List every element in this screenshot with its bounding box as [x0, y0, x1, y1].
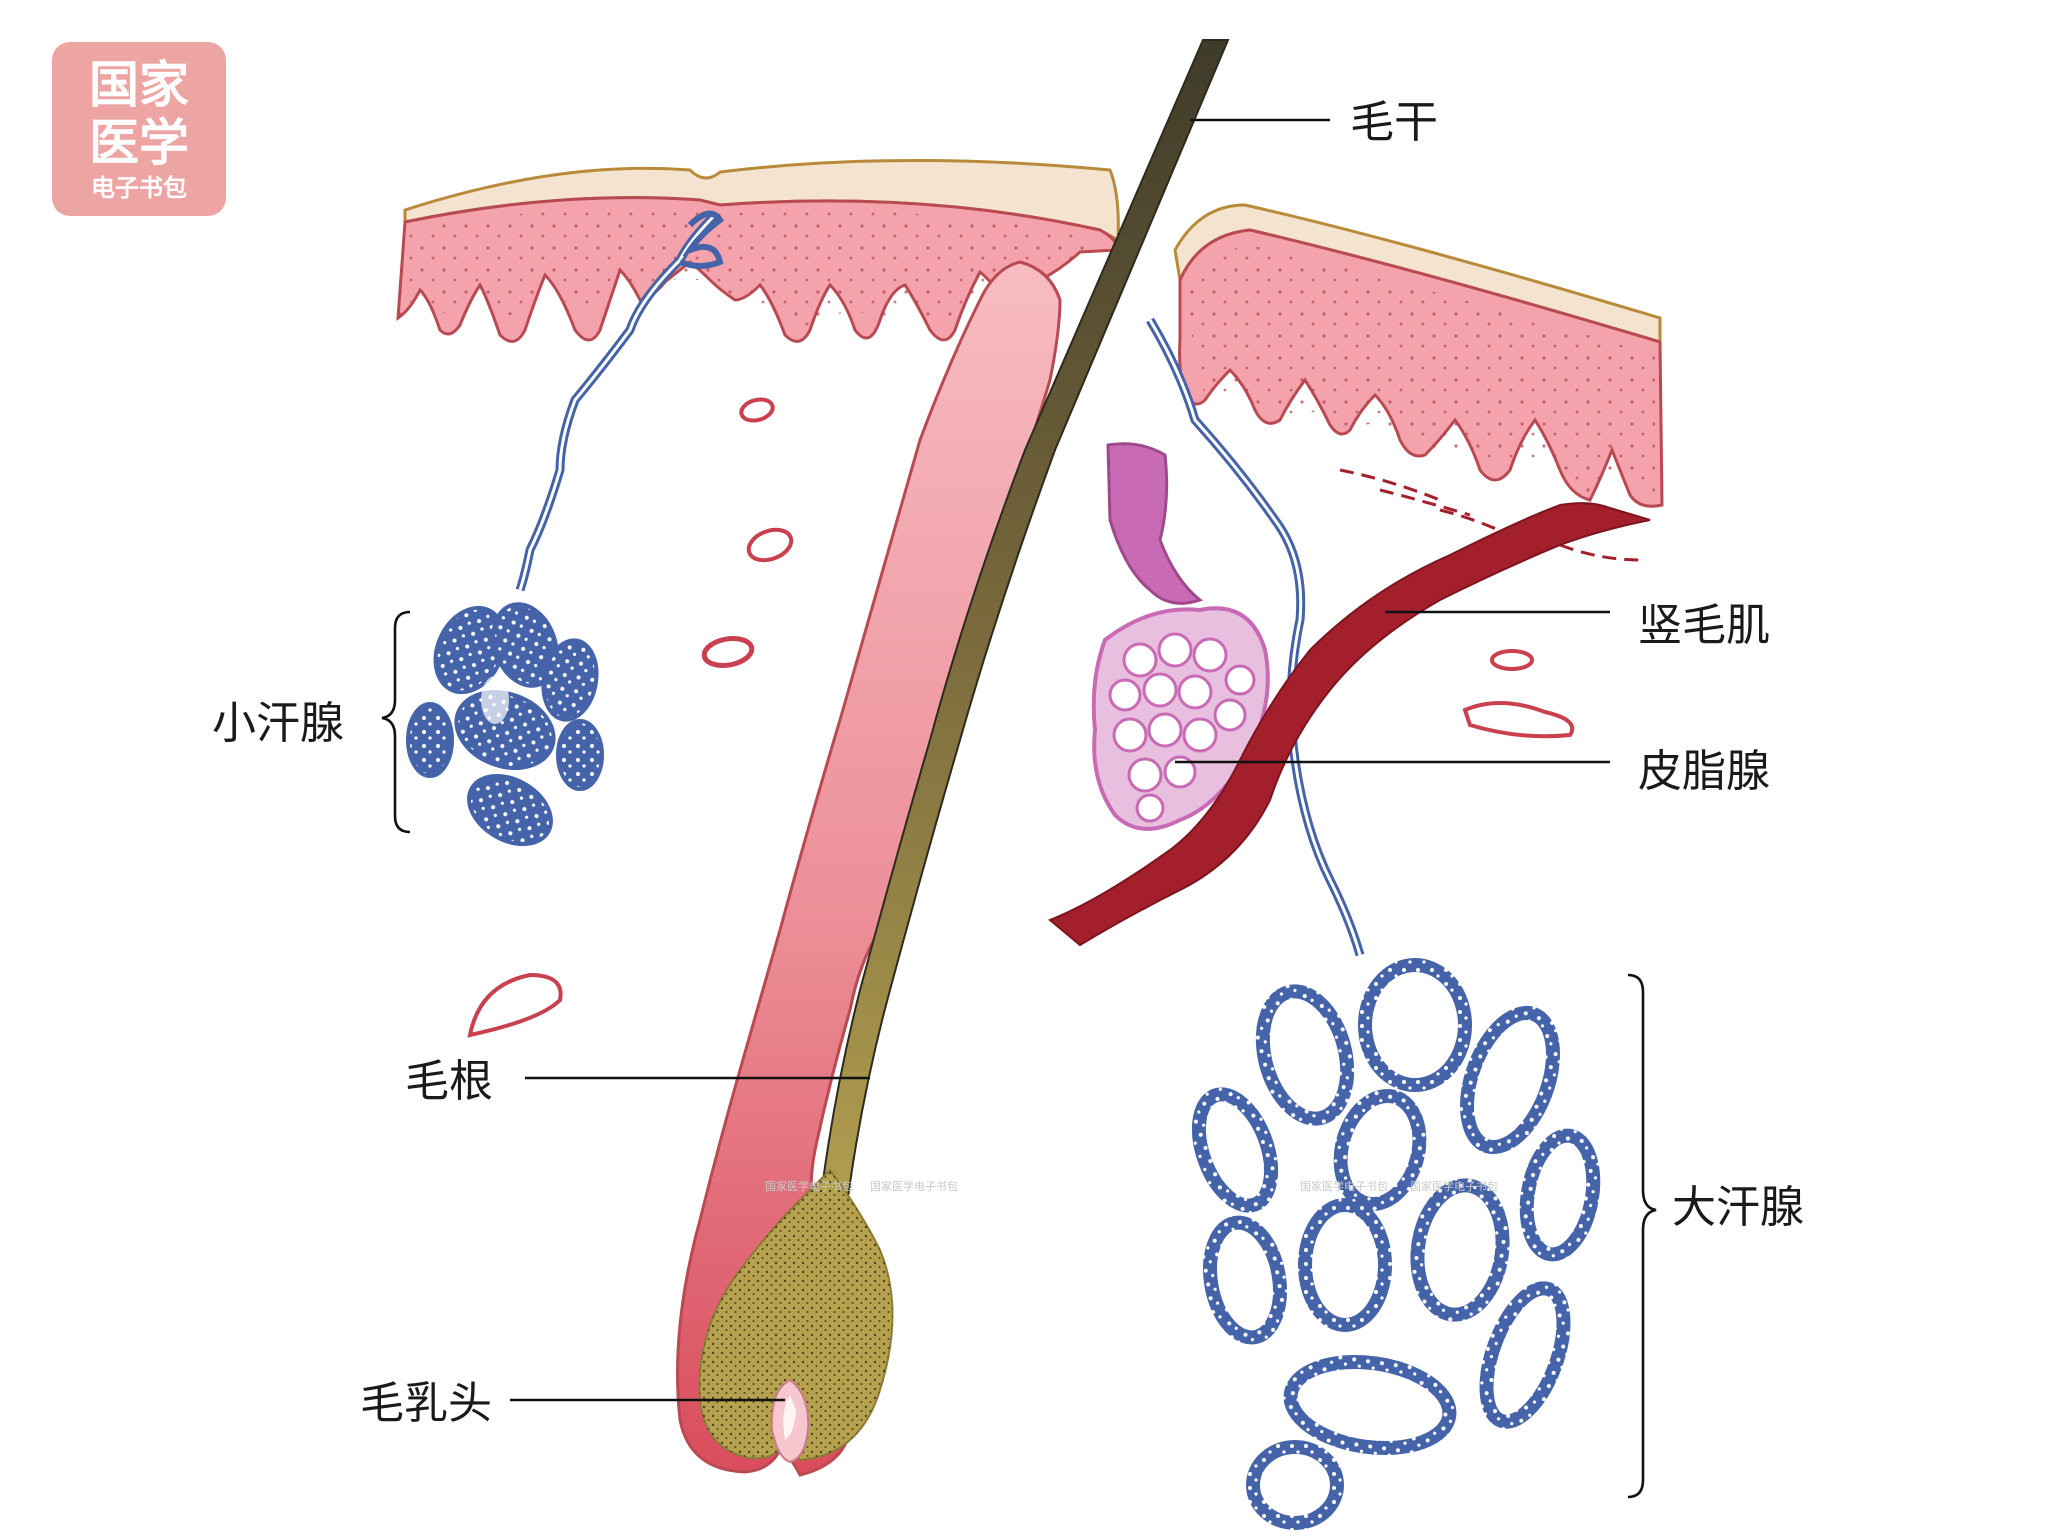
apocrine-coil [1358, 958, 1472, 1092]
eccrine-coil [481, 676, 509, 724]
eccrine-coil [454, 690, 556, 770]
watermark: 国家医学电子书包 [1410, 1179, 1498, 1193]
apocrine-coil [1410, 1178, 1510, 1322]
label-apocrine-gland: 大汗腺 [1672, 1182, 1804, 1233]
eccrine-coil [556, 719, 604, 791]
eccrine-coil [467, 773, 553, 847]
apocrine-coil [1255, 984, 1355, 1126]
eccrine-duct [515, 210, 725, 592]
logo-line1: 国家 [89, 55, 189, 114]
apocrine-coil [1203, 1215, 1287, 1345]
watermark: 国家医学电子书包 [765, 1179, 853, 1193]
brace-apocrine [1627, 973, 1657, 1499]
logo-line3: 电子书包 [91, 173, 187, 202]
dermis-fibers [1339, 468, 1641, 562]
watermark-strip: 国家医学电子书包 国家医学电子书包 国家医学电子书包 国家医学电子书包 [765, 1179, 1498, 1193]
apocrine-coil [1298, 1198, 1392, 1332]
apocrine-coil [1519, 1128, 1601, 1262]
sebaceous-gland [1091, 442, 1270, 831]
epidermis-left [396, 159, 1120, 343]
hair-follicle [676, 39, 1230, 1477]
label-arrector-pili: 竖毛肌 [1638, 600, 1770, 651]
epidermis-right [1173, 203, 1664, 562]
eccrine-coil [491, 602, 559, 688]
logo-line2: 医学 [89, 113, 189, 172]
apocrine-coil [1246, 1440, 1344, 1530]
apocrine-duct [1146, 317, 1365, 957]
brace-eccrine [381, 610, 411, 834]
eccrine-coil [406, 702, 454, 778]
logo: 国家 医学 电子书包 [52, 42, 226, 216]
label-sebaceous-gland: 皮脂腺 [1638, 746, 1770, 797]
apocrine-coil [1479, 1281, 1571, 1429]
epidermis-left-dots [398, 207, 1100, 330]
eccrine-coil [541, 638, 599, 722]
apocrine-coil [1283, 1354, 1457, 1456]
apocrine-coil [1333, 1088, 1427, 1212]
eccrine-pore-coil [678, 210, 725, 269]
watermark: 国家医学电子书包 [870, 1179, 958, 1193]
label-hair-shaft: 毛干 [1350, 97, 1438, 148]
watermark: 国家医学电子书包 [1300, 1179, 1388, 1193]
apocrine-gland [1191, 958, 1601, 1530]
logo-background [52, 42, 226, 216]
eccrine-gland [406, 602, 604, 847]
sebaceous-duct [1106, 442, 1204, 605]
label-dermal-papilla: 毛乳头 [360, 1378, 492, 1429]
apocrine-coil [1460, 1005, 1560, 1155]
blood-vessels-right [1462, 649, 1575, 739]
apocrine-coil [1191, 1087, 1279, 1213]
label-hair-root: 毛根 [405, 1056, 493, 1107]
blood-vessels-left [467, 397, 794, 1038]
sebocytes [1108, 632, 1256, 823]
label-eccrine-gland: 小汗腺 [212, 698, 344, 749]
epidermis-right-dots [1185, 245, 1655, 500]
arrector-pili-muscle [1048, 502, 1651, 947]
